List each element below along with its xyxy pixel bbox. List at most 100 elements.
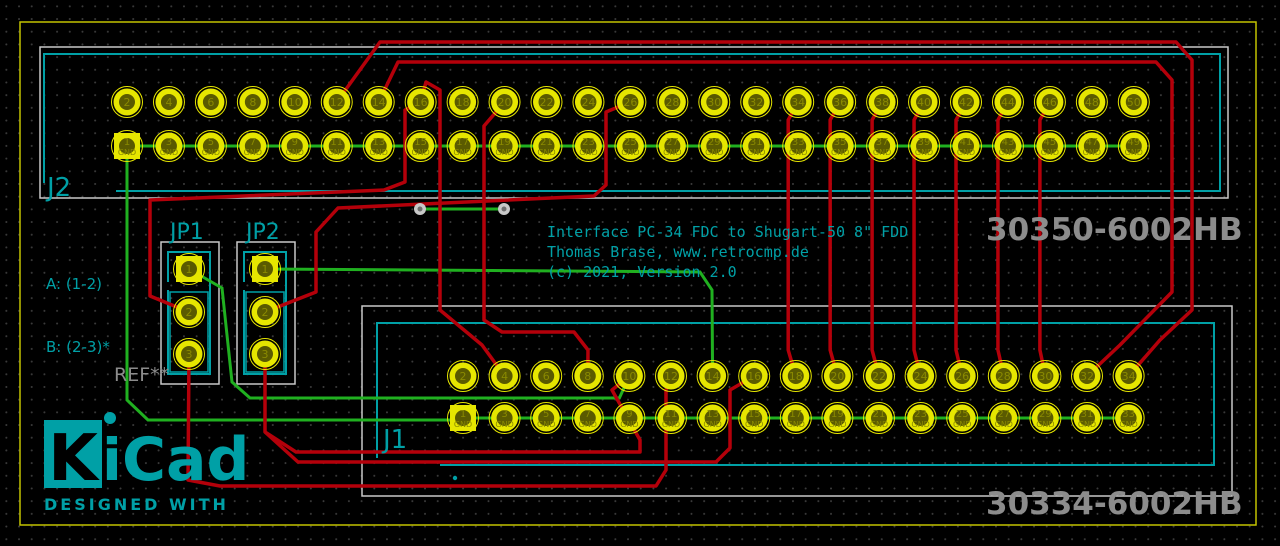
j1-pad-30-number: 30	[1038, 370, 1052, 383]
j1-pad-2-number: 2	[460, 370, 467, 383]
j1-pad-9-drill	[621, 410, 638, 426]
j2-pad-32-number: 32	[749, 96, 763, 109]
j2-pad-10-ring	[278, 86, 311, 118]
j1-pad-16-ring	[738, 360, 771, 392]
j2-pad-13-drill	[370, 138, 387, 154]
j2-pad-19-drill	[496, 138, 513, 154]
j1-pad-5-ring	[530, 402, 563, 434]
j2-pad-48-ring	[1075, 86, 1108, 118]
j2-pad-20-drill	[496, 94, 513, 110]
j2-pad-4: 4	[152, 86, 185, 118]
j1-pad-25-drill	[954, 410, 971, 426]
j2-pad-9-drill	[286, 138, 303, 154]
j2-pad-37-net: GND	[873, 148, 891, 157]
jp1-pad-3-ring	[173, 338, 205, 370]
j1-pad-12-ring	[655, 360, 687, 392]
j2-pad-1-drill	[119, 138, 135, 154]
trace-jp1-3-to-j1-12	[186, 353, 673, 488]
board-outline	[19, 21, 1257, 526]
j1-pad-1-drill	[455, 410, 471, 426]
j2-pad-24-ring	[572, 86, 605, 118]
j2-pad-3-ring	[152, 130, 185, 162]
j1-pad-8: 8	[571, 360, 604, 392]
j2-pad-6-number: 6	[207, 96, 214, 109]
j2-pad-11-number: 11	[330, 137, 343, 148]
j1-pad-5-drill	[538, 410, 555, 426]
j2-pad-35-ring	[824, 130, 857, 162]
j2-pad-29-ring	[698, 130, 731, 162]
j1-pad-29-drill	[1037, 410, 1054, 426]
j1-pad-29-number: 29	[1039, 409, 1052, 420]
jumper-option-b: B: (2-3)*	[46, 338, 110, 356]
j1-pad-15-number: 15	[748, 409, 761, 420]
j2-courtyard	[39, 46, 1229, 199]
j2-pad-9-number: 9	[292, 137, 298, 148]
jp1-silk-outline	[167, 251, 211, 375]
j2-pad-39-ring	[908, 130, 941, 162]
jp1-pad-2-number: 2	[186, 306, 193, 319]
j2-pad-16-number: 16	[414, 96, 428, 109]
j2-pad-14: 14	[362, 86, 395, 118]
j2-pad-21-number: 21	[540, 137, 553, 148]
j2-pad-31-ring	[740, 130, 773, 162]
j2-pad-19-ring	[488, 130, 521, 162]
j1-pad-13-drill	[704, 410, 721, 426]
j2-pad-26-ring	[614, 86, 647, 118]
j2-pad-41-number: 41	[960, 137, 973, 148]
j1-pad-29-ring	[1029, 402, 1062, 434]
j1-pad-2-drill	[455, 368, 471, 384]
j2-pad-50-number: 50	[1127, 96, 1141, 109]
j2-pad-38-number: 38	[875, 96, 889, 109]
j1-pad-12: 12	[655, 360, 687, 392]
j2-pad-18: 18	[446, 86, 479, 118]
j2-pad-39-number: 39	[918, 137, 931, 148]
j1-pad-11-ring	[655, 402, 687, 434]
j2-pad-47-ring	[1075, 130, 1108, 162]
j2-pad-29-drill	[706, 138, 723, 154]
j2-pad-33-drill	[790, 138, 807, 154]
j2-pad-42-drill	[958, 94, 974, 110]
j1-pad-19-ring	[821, 402, 854, 434]
j2-pad-4-number: 4	[165, 96, 172, 109]
trace-j2-20-to-j1-8	[482, 100, 590, 377]
j2-pad-20-ring	[488, 86, 521, 118]
j2-pad-1-net: GND	[118, 148, 136, 157]
j2-pad-40-ring	[908, 86, 941, 118]
j2-pad-25-drill	[622, 138, 639, 154]
j2-pad-3-number: 3	[166, 137, 172, 148]
j1-pad-22: 22	[863, 360, 895, 392]
j2-pad-31-number: 31	[750, 137, 763, 148]
j2-pad-35-number: 35	[834, 137, 847, 148]
j2-pad-17-ring	[446, 130, 479, 162]
j2-pad-36-ring	[824, 86, 857, 118]
j1-pad-6-ring	[530, 360, 563, 392]
j1-pad-7-number: 7	[585, 409, 591, 420]
j2-pad-17-net: GND	[453, 148, 471, 157]
j2-pad-7-net: GND	[244, 148, 262, 157]
j1-pad-3-ring	[488, 402, 521, 434]
j2-pad-8-drill	[244, 94, 261, 110]
j1-pad-2-ring	[447, 360, 479, 392]
j1-pad-26-drill	[954, 368, 971, 384]
j2-pad-29-number: 29	[708, 137, 721, 148]
j2-pad-37-ring	[866, 130, 899, 162]
j1-pad-17-number: 17	[789, 409, 802, 420]
j2-part-number: 30350-6002HB	[986, 212, 1243, 248]
j2-pad-21-net: GND	[537, 148, 555, 157]
j2-pad-32-ring	[740, 86, 773, 118]
j1-pad-21-number: 21	[873, 409, 886, 420]
j2-pad-22: 22	[530, 86, 563, 118]
j1-pad-17-net: GND	[787, 420, 805, 429]
j2-pad-15-ring	[404, 130, 437, 162]
j1-pad-16: 16	[738, 360, 771, 392]
